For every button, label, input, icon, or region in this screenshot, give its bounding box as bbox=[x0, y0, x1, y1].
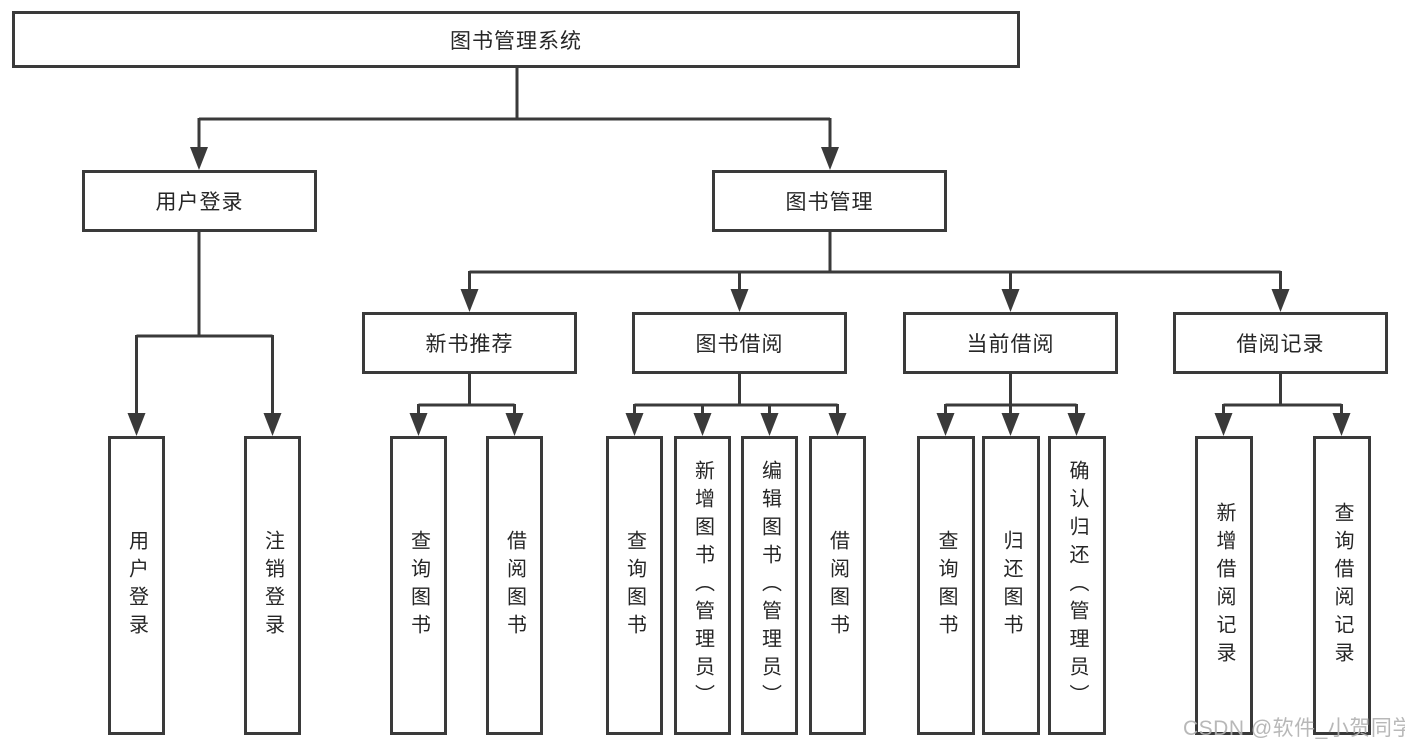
node-book-borrow: 图书借阅 bbox=[632, 312, 847, 374]
csdn-watermark: CSDN @软件_小贺同学 bbox=[1183, 717, 1405, 740]
leaf-borrow-query-book: 查询图书 bbox=[606, 436, 663, 735]
node-borrow-records: 借阅记录 bbox=[1173, 312, 1388, 374]
leaf-current-query-book-label: 查询图书 bbox=[935, 529, 957, 642]
leaf-add-borrow-record: 新增借阅记录 bbox=[1195, 436, 1253, 735]
leaf-query-borrow-record: 查询借阅记录 bbox=[1313, 436, 1371, 735]
leaf-user-login: 用户登录 bbox=[108, 436, 165, 735]
leaf-return-book: 归还图书 bbox=[982, 436, 1040, 735]
leaf-borrow-book-label: 借阅图书 bbox=[826, 529, 849, 642]
leaf-recommend-query-book: 查询图书 bbox=[390, 436, 447, 735]
leaf-confirm-return-admin: 确认归还（管理员） bbox=[1048, 436, 1106, 735]
node-current-borrow: 当前借阅 bbox=[903, 312, 1118, 374]
node-user-login-label: 用户登录 bbox=[155, 191, 244, 214]
leaf-confirm-return-admin-label: 确认归还（管理员） bbox=[1066, 459, 1088, 712]
leaf-query-borrow-record-label: 查询借阅记录 bbox=[1331, 501, 1353, 670]
leaf-recommend-borrow-book-label: 借阅图书 bbox=[503, 529, 526, 642]
leaf-recommend-query-book-label: 查询图书 bbox=[407, 529, 430, 642]
node-borrow-records-label: 借阅记录 bbox=[1236, 333, 1325, 356]
leaf-add-book-admin: 新增图书（管理员） bbox=[674, 436, 731, 735]
leaf-logout: 注销登录 bbox=[244, 436, 301, 735]
node-current-borrow-label: 当前借阅 bbox=[966, 333, 1055, 356]
leaf-recommend-borrow-book: 借阅图书 bbox=[486, 436, 543, 735]
node-new-book-recommend-label: 新书推荐 bbox=[425, 333, 514, 356]
node-root: 图书管理系统 bbox=[12, 11, 1020, 68]
leaf-borrow-book: 借阅图书 bbox=[809, 436, 866, 735]
node-book-management: 图书管理 bbox=[712, 170, 947, 232]
node-new-book-recommend: 新书推荐 bbox=[362, 312, 577, 374]
leaf-add-borrow-record-label: 新增借阅记录 bbox=[1213, 501, 1235, 670]
node-book-borrow-label: 图书借阅 bbox=[695, 333, 784, 356]
leaf-edit-book-admin: 编辑图书（管理员） bbox=[741, 436, 798, 735]
leaf-edit-book-admin-label: 编辑图书（管理员） bbox=[758, 459, 781, 712]
node-book-management-label: 图书管理 bbox=[785, 191, 874, 214]
leaf-user-login-label: 用户登录 bbox=[125, 529, 148, 642]
leaf-borrow-query-book-label: 查询图书 bbox=[623, 529, 646, 642]
leaf-current-query-book: 查询图书 bbox=[917, 436, 975, 735]
leaf-add-book-admin-label: 新增图书（管理员） bbox=[691, 459, 714, 712]
arrowhead-icons bbox=[127, 147, 1351, 436]
node-root-label: 图书管理系统 bbox=[450, 29, 582, 53]
leaf-return-book-label: 归还图书 bbox=[1000, 529, 1022, 642]
leaf-logout-label: 注销登录 bbox=[261, 529, 284, 642]
node-user-login: 用户登录 bbox=[82, 170, 317, 232]
